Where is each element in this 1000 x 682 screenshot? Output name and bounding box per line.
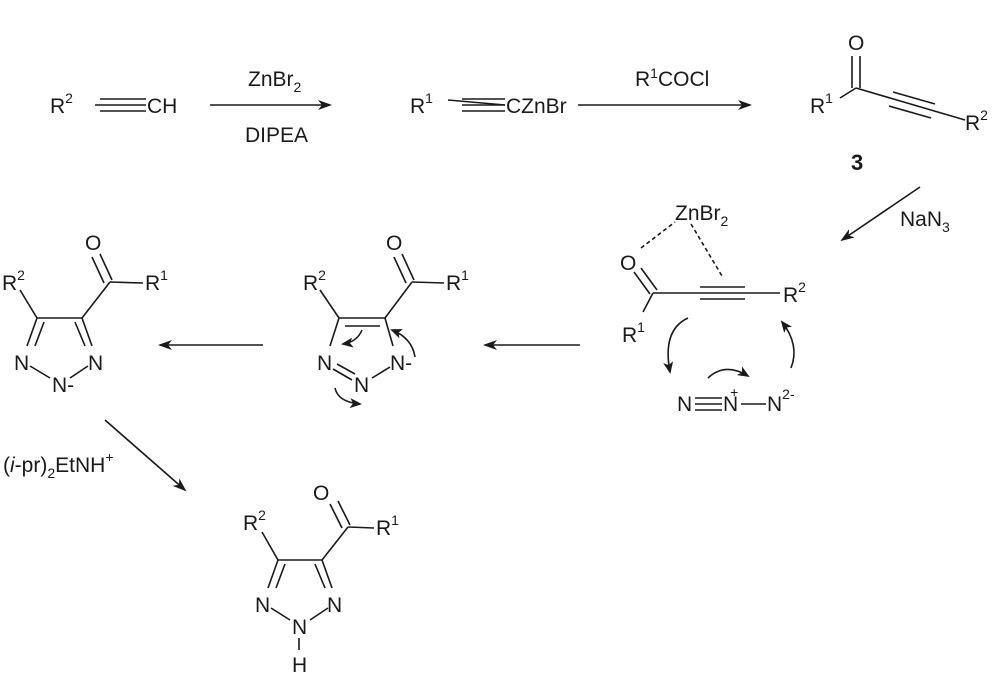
azide-n2: N+ — [723, 384, 738, 416]
arrow-step3: NaN3 — [840, 186, 950, 242]
ynone-r2: R2 — [965, 107, 988, 135]
left-n-right: N — [88, 352, 103, 375]
ynone-o: O — [848, 32, 864, 55]
reagent-znbr2: ZnBr2 — [248, 68, 302, 95]
arrow-step1: ZnBr2 DIPEA — [210, 68, 332, 147]
mid-n-right: N- — [390, 352, 412, 375]
arrow-step2: R1COCl — [578, 65, 752, 110]
reagent-acyl-chloride: R1COCl — [635, 65, 709, 91]
complex-r2: R2 — [783, 279, 806, 307]
ynone-r1: R1 — [810, 90, 833, 118]
mid-n-bottom: N — [354, 374, 369, 397]
product-r1: R1 — [376, 512, 399, 540]
complex-znbr2: ZnBr2 — [675, 202, 729, 229]
left-n-bottom: N- — [52, 374, 74, 397]
left-r1: R1 — [145, 267, 168, 295]
arrow-protonation: (i-pr)2EtNH+ — [3, 419, 187, 492]
mid-r1: R1 — [446, 267, 469, 295]
azide-n3: N2- — [767, 386, 795, 416]
reagent-dipea: DIPEA — [245, 124, 308, 147]
acetylide-r1: R1 — [410, 90, 433, 118]
product-h: H — [292, 654, 307, 677]
acetylide-czn: CZnBr — [506, 95, 567, 118]
azide-n1: N — [677, 393, 692, 416]
left-o: O — [85, 232, 101, 255]
product-r2: R2 — [243, 507, 266, 535]
product-n-left: N — [255, 594, 270, 617]
mid-o: O — [386, 232, 402, 255]
reagent-ammonium: (i-pr)2EtNH+ — [3, 449, 114, 481]
azide: N N+ N2- — [677, 384, 795, 416]
compound-number: 3 — [851, 150, 863, 175]
product-o: O — [313, 482, 329, 505]
product-n-right: N — [327, 594, 342, 617]
triazolide-anion: R2 O R1 N N- N — [2, 232, 168, 397]
alkyne-r2: R2 — [50, 90, 73, 118]
zinc-complex: ZnBr2 O R1 R2 N N+ N2- — [620, 202, 806, 416]
ynone-3: O R1 R2 3 — [810, 32, 988, 175]
alkyne-ch: CH — [147, 95, 177, 118]
complex-r1: R1 — [622, 319, 645, 347]
reagent-nan3: NaN3 — [900, 208, 950, 235]
zinc-acetylide: R1 CZnBr — [410, 90, 567, 118]
terminal-alkyne: R2 CH — [50, 90, 177, 118]
triazolide-intermediate: R2 O R1 N N N- — [303, 232, 469, 409]
nh-triazole-product: R2 O R1 N N N H — [243, 482, 399, 677]
mid-n-left: N — [317, 352, 332, 375]
mid-r2: R2 — [303, 267, 326, 295]
complex-o: O — [620, 252, 636, 275]
left-n-left: N — [14, 352, 29, 375]
product-n-bottom: N — [292, 616, 307, 639]
left-r2: R2 — [2, 267, 25, 295]
